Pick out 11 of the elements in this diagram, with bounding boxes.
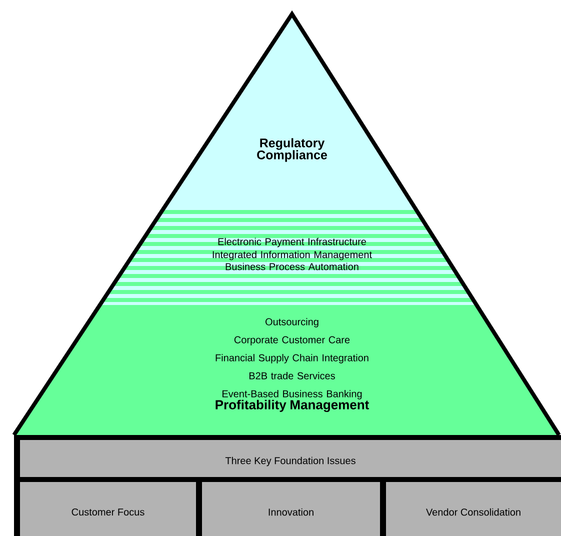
pyramid-base-band: Outsourcing Corporate Customer Care Financial Supply Chain Integration B2B trade Services Event-Based Business Banking Profitability Management [14,305,558,435]
pyramid-top-band: Regulatory Compliance [164,14,415,208]
node-label: Electronic Payment Infrastructure [218,238,366,248]
foundation-cell: Customer Focus [20,482,196,536]
foundation-header: Three Key Foundation Issues [20,440,561,477]
node-label: Business Process Automation [226,262,358,270]
foundation-cell: Vendor Consolidation [386,482,561,536]
node-label: Integrated Information Management [212,250,372,260]
node-label: Regulatory Compliance [257,138,328,162]
striped-band: Electronic Payment Infrastructure Integrated Information Management Business Process Automation [100,208,476,305]
foundation-cell: Innovation [202,482,380,536]
